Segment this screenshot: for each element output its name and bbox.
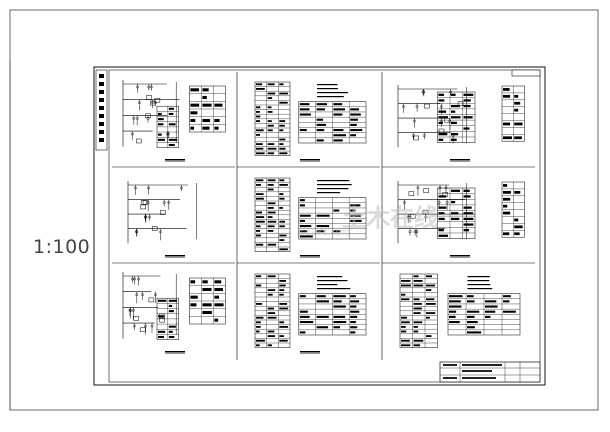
sheet-grid: [112, 72, 535, 360]
scale-label: 1:100: [33, 236, 91, 258]
sheet-9: [399, 273, 521, 348]
watermark-subtext: co188.com: [300, 228, 350, 238]
sheet-7: [122, 264, 238, 360]
sheet-2: [237, 72, 383, 168]
sheet-4: [112, 168, 238, 264]
watermark: 土木在线: [342, 204, 438, 232]
sheet-6: [382, 181, 535, 264]
drawing-frame-inner: [108, 69, 541, 383]
binding-strip-marks: [99, 74, 104, 142]
binding-strip: [95, 69, 108, 151]
title-block: [439, 361, 541, 383]
sheet-5: [237, 168, 383, 264]
sheet-1: [112, 72, 238, 168]
sheet-3: [382, 85, 535, 168]
frame-title-tag: [511, 69, 541, 77]
drawing-frame: [93, 66, 546, 386]
sheet-8: [254, 264, 383, 360]
